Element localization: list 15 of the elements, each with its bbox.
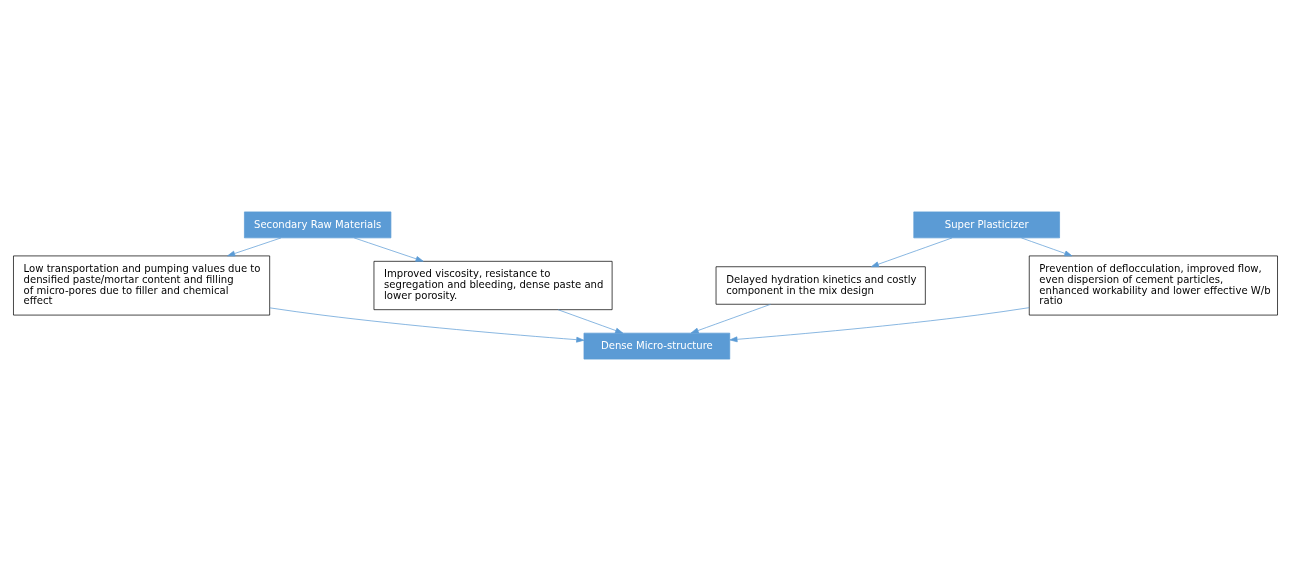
arrow bbox=[227, 237, 282, 257]
node-box: Prevention of deflocculation, improved flow, even dispersion of cement particles, enhanced workability and lower effective W/b ratio bbox=[1028, 255, 1278, 316]
arrow bbox=[557, 309, 624, 334]
node-box: Secondary Raw Materials bbox=[244, 211, 392, 239]
node-box: Dense Micro-structure bbox=[583, 332, 731, 360]
node-box: Delayed hydration kinetics and costly component in the mix design bbox=[715, 266, 926, 305]
arrow bbox=[870, 237, 953, 268]
arrow bbox=[269, 307, 585, 343]
arrow bbox=[729, 307, 1030, 343]
arrow bbox=[353, 237, 424, 262]
node-box: Super Plasticizer bbox=[913, 211, 1060, 239]
node-box: Low transportation and pumping values due to densified paste/mortar content and filling of micro-pores due to filler and chemical effect bbox=[13, 255, 271, 316]
arrow bbox=[690, 303, 771, 334]
arrow bbox=[1021, 237, 1073, 257]
node-box: Improved viscosity, resistance to segregation and bleeding, dense paste and lower porosity. bbox=[373, 260, 613, 311]
